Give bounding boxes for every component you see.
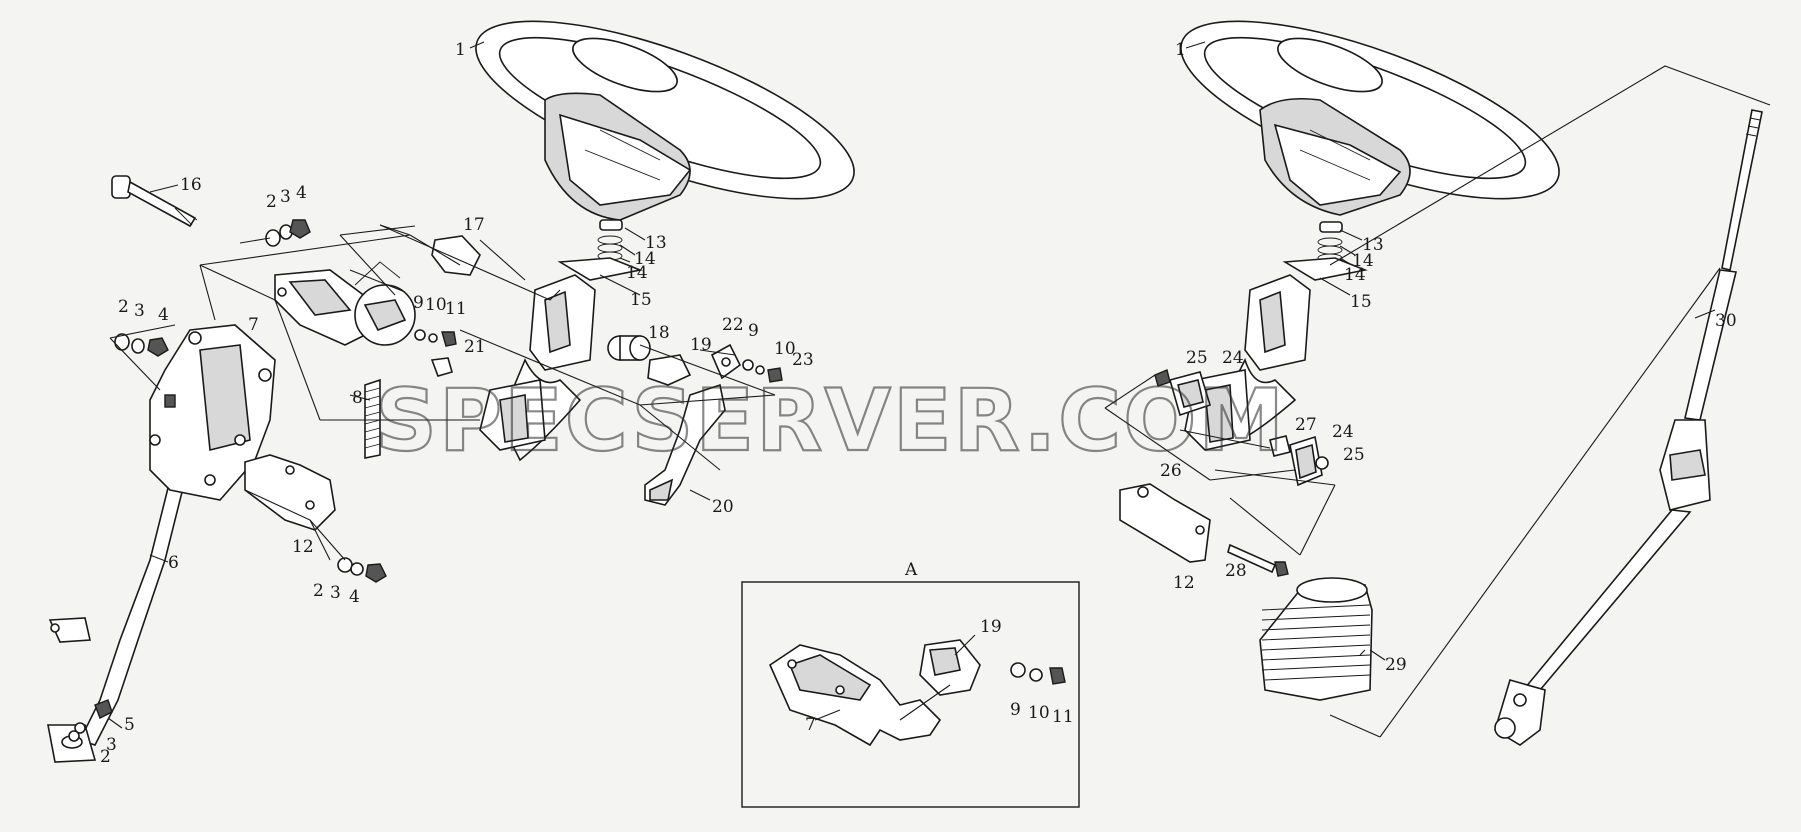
callout-13-left: 13 [645, 233, 667, 253]
callout-23: 23 [792, 350, 814, 370]
callout-9-upper: 9 [413, 293, 424, 313]
callout-8: 8 [352, 388, 363, 408]
callout-10-mid: 10 [774, 339, 796, 359]
callout-2-left: 2 [118, 297, 129, 317]
callout-19-main: 19 [690, 335, 712, 355]
callout-3-bottom: 3 [330, 583, 341, 603]
watermark: SPECSERVER.COM [375, 371, 1286, 471]
column-housing-right [1184, 274, 1311, 451]
callout-6: 6 [168, 553, 179, 573]
nut-21 [430, 357, 453, 377]
bracket-24-right [1269, 435, 1329, 487]
detail-a-callout-circle [354, 261, 416, 346]
bracket-12-right [1119, 483, 1211, 563]
bracket-12-left [244, 454, 336, 531]
callout-3-tube: 3 [106, 735, 117, 755]
bushing-18 [607, 335, 651, 361]
tilt-lever-20 [644, 383, 726, 506]
callout-18: 18 [648, 323, 670, 343]
callout-17: 17 [463, 215, 485, 235]
column-bracket-left [149, 324, 276, 501]
callout-14-left-a: 14 [634, 249, 656, 269]
callout-14-left-b: 14 [626, 263, 648, 283]
bracket-24-left [1154, 369, 1211, 417]
callout-22: 22 [722, 315, 744, 335]
clamp-19 [647, 354, 692, 386]
callout-26: 26 [1160, 461, 1182, 481]
callout-12-right: 12 [1173, 573, 1195, 593]
callout-14-right-a: 14 [1352, 251, 1374, 271]
callout-2-top: 2 [266, 192, 277, 212]
mounting-bracket-left [274, 269, 376, 346]
callout-15-left: 15 [630, 290, 652, 310]
callout-24-lower: 24 [1332, 422, 1354, 442]
callout-4-left: 4 [158, 305, 169, 325]
callout-3-left: 3 [134, 301, 145, 321]
hub-fasteners-left [557, 219, 643, 281]
callout-1-left: 1 [455, 40, 466, 60]
callout-16: 16 [180, 175, 202, 195]
callout-11-upper: 11 [445, 299, 467, 319]
callout-3-top: 3 [280, 187, 291, 207]
column-tube-left [47, 479, 187, 763]
steering-wheel-left [475, 20, 855, 221]
fastener-group-top [265, 219, 311, 247]
callout-27: 27 [1295, 415, 1317, 435]
callout-2-tube: 2 [100, 747, 111, 767]
fastener-group-9-10-11-upper [414, 329, 457, 347]
intermediate-shaft-30 [1494, 109, 1763, 746]
callout-10-upper: 10 [425, 295, 447, 315]
fastener-group-22-23 [742, 359, 783, 383]
callout-10-detail: 10 [1028, 703, 1050, 723]
clamp-block-17 [431, 235, 481, 276]
callout-21: 21 [464, 337, 486, 357]
callout-25-upper: 25 [1186, 348, 1208, 368]
fastener-group-left [114, 333, 169, 357]
callout-labels: 1 1 16 2 3 4 2 3 4 2 3 4 2 3 5 6 7 7 8 9… [100, 40, 1737, 767]
callout-5: 5 [124, 715, 135, 735]
callout-9-detail: 9 [1010, 700, 1021, 720]
callout-11-detail: 11 [1052, 707, 1074, 727]
callout-1-right: 1 [1175, 40, 1186, 60]
callout-4-top: 4 [296, 183, 307, 203]
hub-fasteners-right [1282, 221, 1368, 281]
leader-lines [107, 41, 1771, 738]
detail-a-title: A [904, 560, 918, 580]
steering-wheel-right [1180, 20, 1560, 216]
callout-15-right: 15 [1350, 292, 1372, 312]
plate-22 [710, 343, 742, 380]
callout-14-right-b: 14 [1344, 265, 1366, 285]
callout-20: 20 [712, 497, 734, 517]
callout-25-lower: 25 [1343, 445, 1365, 465]
detail-a-box [741, 581, 1080, 808]
callout-9-mid: 9 [748, 321, 759, 341]
bolt-28 [1227, 543, 1289, 577]
callout-12-left: 12 [292, 537, 314, 557]
bolt-16 [111, 175, 198, 228]
callout-7-detail: 7 [805, 715, 816, 735]
callout-13-right: 13 [1362, 235, 1384, 255]
callout-7-main: 7 [248, 315, 259, 335]
callout-19-detail: 19 [980, 617, 1002, 637]
callout-4-bottom: 4 [349, 587, 360, 607]
callout-28: 28 [1225, 561, 1247, 581]
callout-2-bottom: 2 [313, 581, 324, 601]
fastener-group-bottom [337, 557, 387, 583]
callout-24-upper: 24 [1222, 348, 1244, 368]
callout-30: 30 [1715, 311, 1737, 331]
fastener-group-tube [68, 699, 113, 742]
rubber-boot-29 [1259, 577, 1373, 701]
callout-29: 29 [1385, 655, 1407, 675]
